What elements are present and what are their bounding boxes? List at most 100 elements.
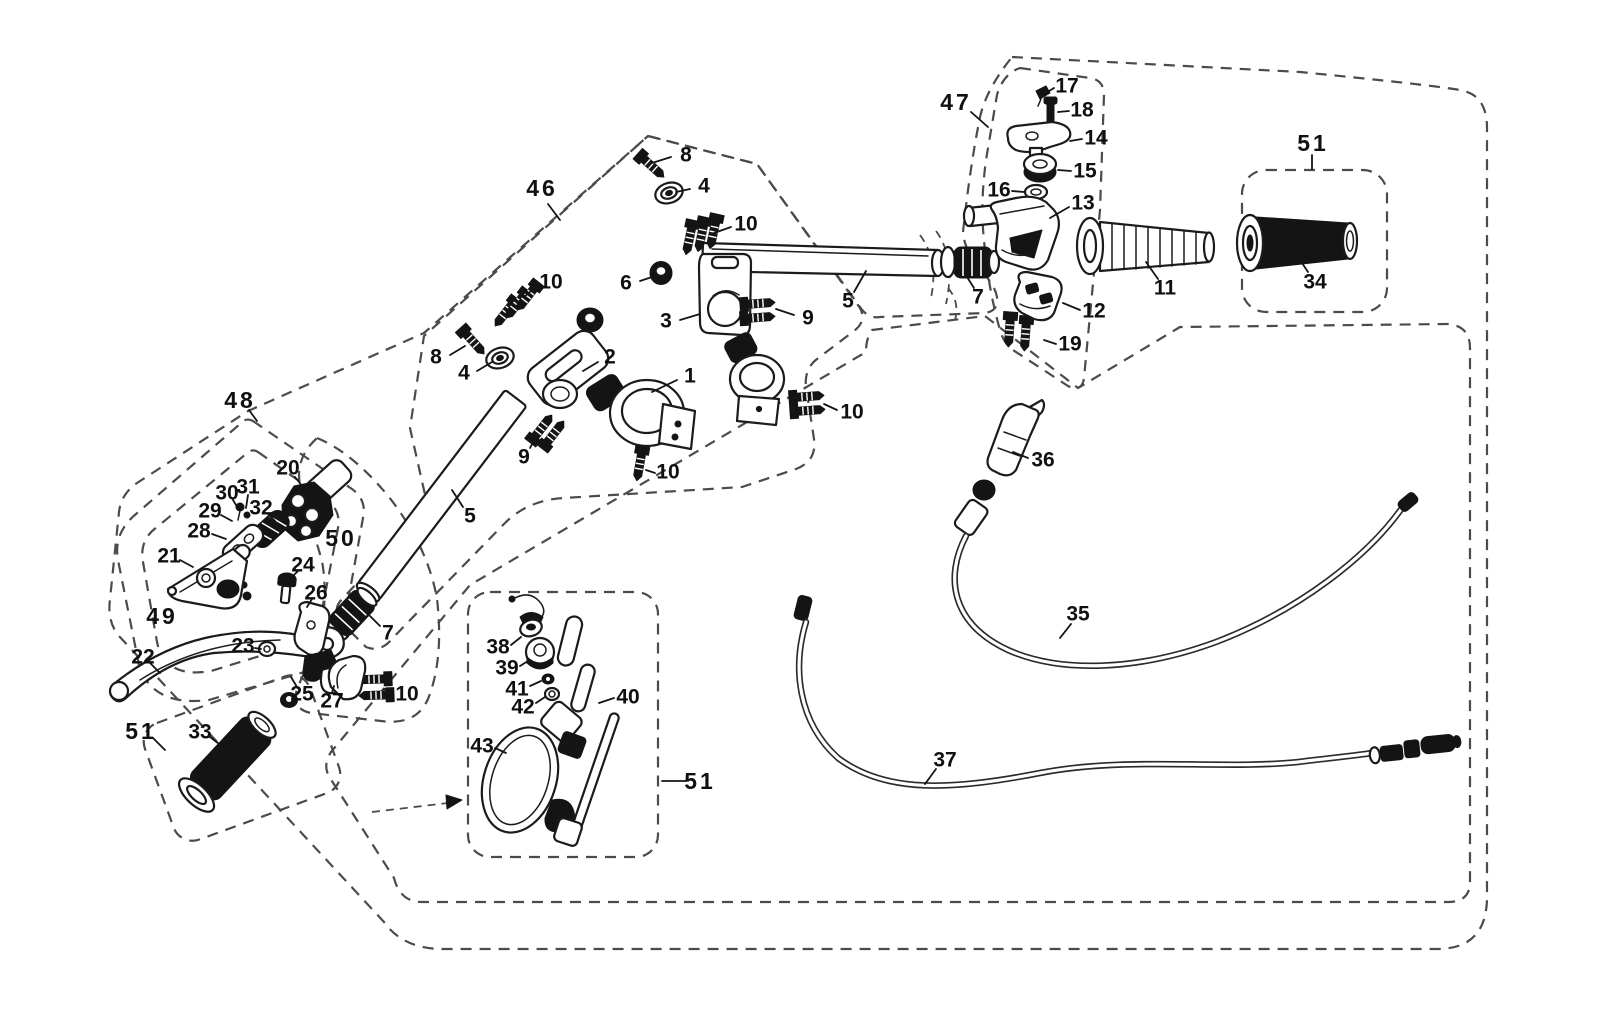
part-label-10: 10	[395, 683, 418, 706]
callout-leader-17	[1045, 87, 1055, 94]
callout-leader-10	[713, 226, 732, 234]
callout-leader-42	[535, 696, 546, 704]
part-label-5: 5	[842, 290, 854, 313]
part-37-cable	[793, 595, 1462, 789]
part-label-8: 8	[430, 346, 442, 369]
part-36-boot	[986, 398, 1046, 477]
callout-leader-46	[547, 203, 561, 221]
part-1-bar-clamp	[585, 374, 697, 451]
callout-leader-8	[651, 156, 672, 164]
callout-leader-25	[290, 676, 298, 688]
part-6-bushing-lower	[576, 307, 604, 333]
part-label-13: 13	[1071, 192, 1094, 215]
part-label-9: 9	[802, 307, 814, 330]
part-label-18: 18	[1070, 99, 1094, 122]
callout-leader-47	[970, 111, 989, 128]
part-1-bar-clamp-right	[724, 332, 786, 427]
fasteners	[356, 147, 1035, 704]
part-7-bar-end-right	[939, 245, 1001, 279]
part-label-38: 38	[486, 636, 510, 659]
callout-leader-8	[449, 345, 466, 356]
part-label-33: 33	[188, 721, 211, 744]
part-label-10: 10	[539, 271, 562, 294]
part-24-bolt	[277, 572, 297, 605]
part-11-throttle-tube	[1075, 216, 1216, 276]
callout-leader-6	[639, 275, 656, 282]
callout-leader-2	[582, 361, 599, 372]
part-label-14: 14	[1084, 127, 1108, 150]
region-51-arrow	[371, 794, 463, 813]
callout-leader-34	[1295, 253, 1309, 273]
callout-leader-24	[290, 570, 299, 579]
part-label-29: 29	[198, 500, 221, 523]
part-15-nut	[1022, 152, 1058, 183]
part-label-40: 40	[616, 686, 639, 709]
part-label-25: 25	[290, 683, 314, 706]
part-17-clip	[1035, 85, 1051, 107]
callout-leader-16	[1011, 190, 1025, 193]
callout-leader-48	[248, 409, 258, 422]
part-label-24: 24	[291, 554, 315, 577]
callout-leader-26	[306, 598, 313, 608]
part-label-2: 2	[604, 346, 616, 369]
callout-leader-51	[152, 737, 166, 751]
callout-leader-1	[651, 379, 678, 393]
callout-leader-10	[383, 688, 394, 693]
part-label-36: 36	[1031, 449, 1054, 472]
callout-leader-10	[523, 285, 538, 298]
part-label-11: 11	[1154, 277, 1177, 300]
part-label-26: 26	[304, 582, 327, 605]
callout-leader-31	[245, 494, 249, 509]
region-47-outline	[981, 66, 1106, 390]
callout-leader-9	[529, 434, 538, 449]
part-label-37: 37	[933, 749, 956, 772]
part-label-28: 28	[187, 520, 211, 543]
part-label-10: 10	[734, 213, 757, 236]
part-label-42: 42	[511, 696, 534, 719]
region-label-49: 49	[146, 603, 178, 629]
callout-leader-10	[823, 403, 838, 411]
region-cable-outline	[325, 314, 1472, 904]
callout-leader-13	[1049, 206, 1070, 219]
part-label-21: 21	[157, 545, 181, 568]
callout-leader-3	[679, 313, 701, 321]
region-label-46: 46	[526, 175, 558, 201]
callout-leader-38	[510, 636, 522, 646]
callout-leader-18	[1057, 110, 1070, 113]
part-2-riser-clamp	[526, 329, 610, 410]
region-label-51: 51	[1297, 130, 1329, 156]
callout-leader-33	[209, 736, 224, 748]
callout-leader-15	[1057, 169, 1072, 172]
region-label-50: 50	[325, 525, 357, 551]
callout-leader-39	[519, 660, 529, 667]
part-label-3: 3	[660, 310, 672, 333]
callout-leader-23	[254, 647, 262, 650]
bolt-8-left	[454, 322, 490, 360]
part-35-cable	[951, 479, 1419, 669]
part-label-7: 7	[972, 286, 984, 309]
bolt-8-top	[632, 147, 670, 183]
part-label-1: 1	[684, 365, 696, 388]
part-label-23: 23	[231, 635, 254, 658]
part-13-switch-housing	[962, 195, 1061, 271]
part-label-19: 19	[1058, 333, 1081, 356]
part-33-grip-left	[177, 710, 277, 813]
part-25-nut	[280, 692, 298, 708]
part-12-switch-lower	[1013, 270, 1063, 322]
part-label-16: 16	[987, 179, 1010, 202]
part-label-8: 8	[680, 144, 692, 167]
part-label-6: 6	[620, 272, 632, 295]
callout-leader-32	[267, 513, 276, 522]
part-30-31-screws	[235, 502, 251, 521]
part-43-wire-loop	[480, 700, 587, 847]
cable-37-adjuster	[1368, 734, 1462, 765]
part-label-12: 12	[1082, 300, 1105, 323]
region-label-51: 51	[125, 718, 157, 744]
part-label-43: 43	[470, 735, 493, 758]
part-label-10: 10	[840, 401, 863, 424]
part-40-antenna-rod	[556, 615, 620, 838]
callout-leader-4	[675, 188, 691, 193]
callout-leader-5	[451, 489, 464, 508]
